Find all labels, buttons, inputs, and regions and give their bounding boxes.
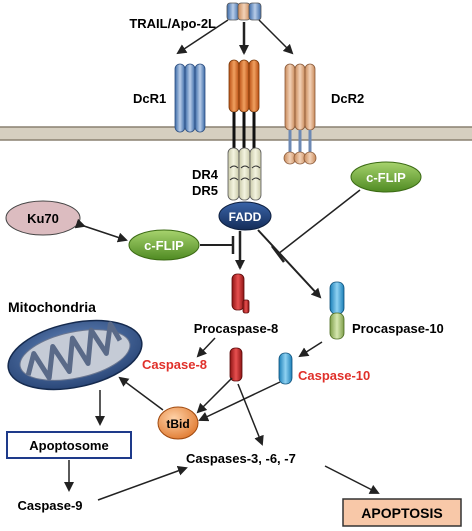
fadd-to-procaspase10-arrow [257,229,322,299]
death-receptor-complex [227,59,262,201]
caspase8-to-executioners-arrow [237,383,264,446]
apoptosome-box [6,431,132,459]
tbid-label: tBid [166,417,189,431]
caspase10-shape [278,352,293,385]
trail-to-dcr2-arrow [258,19,294,55]
cflip-right-node [350,161,422,193]
cflip-left-node [128,229,200,261]
trail-ligand [226,2,262,21]
procaspase8-shape [231,273,250,314]
dcr2-receptor [283,63,317,165]
cflip-right-inhibition [271,189,361,263]
executioner-caspases-label: Caspases-3, -6, -7 [186,451,296,466]
procaspase8-to-caspase8-arrow [196,337,216,358]
trail-label: TRAIL/Apo-2L [129,16,216,31]
caspase10-to-tbid-arrow [198,381,281,422]
apoptosome-label: Apoptosome [29,438,108,453]
procaspase10-label: Procaspase-10 [352,321,444,336]
ku70-cflip-interaction-arrow [74,218,128,243]
cflip-left-label: c-FLIP [144,238,184,253]
procaspase8-label: Procaspase-8 [194,321,279,336]
procaspase10-to-caspase10-arrow [298,341,323,358]
tbid-node [157,406,199,440]
caspase8-label: Caspase-8 [142,357,207,372]
cell-membrane [0,126,472,141]
fadd-label: FADD [229,210,262,224]
ku70-node [5,200,81,236]
dr4-label: DR4 [192,167,219,182]
trail-to-dcr1-arrow [176,19,229,55]
cflip-right-label: c-FLIP [366,170,406,185]
caspase10-label: Caspase-10 [298,368,370,383]
mitochondria-label: Mitochondria [8,299,96,315]
mitochondria-organelle [7,319,143,391]
caspase8-to-tbid-arrow [196,377,233,414]
procaspase10-shape [329,281,345,340]
fadd-adaptor [218,201,272,231]
apoptosis-label: APOPTOSIS [361,505,442,521]
caspase9-to-executioners-arrow [97,466,188,501]
executioners-to-apoptosis-arrow [324,465,380,494]
caspase9-label: Caspase-9 [17,498,82,513]
cflip-left-inhibition [200,236,235,254]
dcr1-receptor [174,63,206,133]
dr5-label: DR5 [192,183,218,198]
dcr2-label: DcR2 [331,91,364,106]
ku70-label: Ku70 [27,211,59,226]
tbid-to-mitochondria-arrow [118,376,164,411]
dcr1-label: DcR1 [133,91,166,106]
apoptosis-box [342,498,462,527]
caspase8-shape [229,347,243,382]
